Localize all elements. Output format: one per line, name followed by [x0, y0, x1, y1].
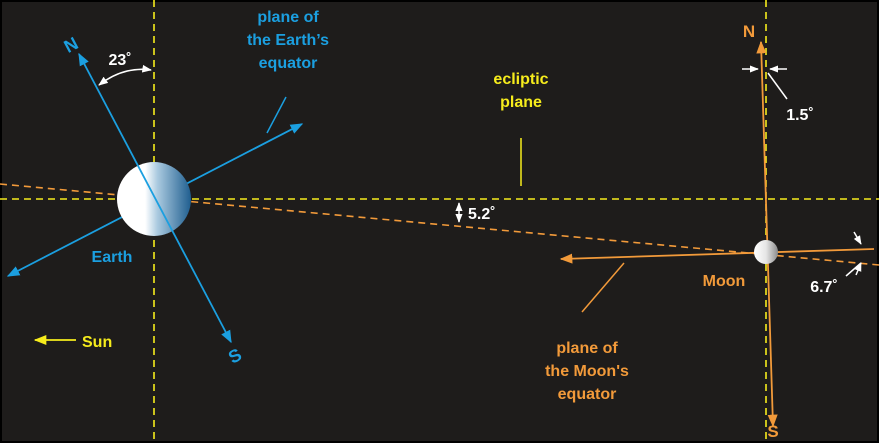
earth-equator-label-line1: plane of — [257, 9, 319, 26]
earth-globe — [117, 162, 191, 236]
earth-equator-pointer — [266, 96, 287, 134]
sun-label: Sun — [82, 334, 112, 351]
moon-south-label: S — [767, 422, 778, 441]
moon-equator-angle-pointer — [845, 262, 862, 277]
moon-equator-angle-arrow-bottom — [854, 262, 862, 276]
moon-equator-label-line2: the Moon's — [545, 363, 629, 380]
moon-equator-pointer — [581, 262, 625, 313]
moon-tilt-pointer — [767, 72, 788, 100]
moon-equator-label-line1: plane of — [556, 340, 618, 357]
moon-equator-angle-arrow-top — [853, 231, 862, 245]
ecliptic-label-line1: ecliptic — [493, 71, 548, 88]
earth-name-label: Earth — [92, 249, 133, 266]
moon-tilt-label: 1.5˚ — [786, 107, 814, 124]
earth-axis-arrow — [78, 52, 232, 344]
moon-equator-arrow — [559, 248, 875, 264]
earth-equator-label-line2: the Earth’s — [247, 32, 329, 49]
earth-equator-label-line3: equator — [259, 55, 318, 72]
earth-tilt-arc — [98, 64, 152, 86]
orbit-inclination-label: 5.2˚ — [468, 206, 496, 223]
moon-globe — [754, 240, 778, 264]
moon-north-label: N — [743, 22, 755, 41]
earth-tilt-label: 23˚ — [108, 52, 131, 69]
moon-equator-angle-label: 6.7˚ — [810, 279, 838, 296]
moon-name-label: Moon — [703, 273, 746, 290]
ecliptic-label-line2: plane — [500, 94, 542, 111]
moon-equator-label-line3: equator — [558, 386, 617, 403]
moon-axis-arrow — [756, 40, 778, 428]
